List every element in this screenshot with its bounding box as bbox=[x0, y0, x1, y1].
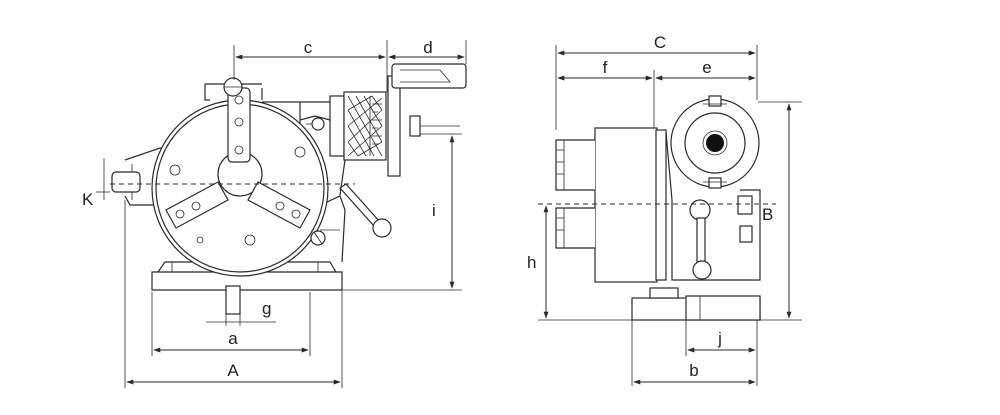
locking-lever bbox=[310, 183, 392, 246]
label-e: e bbox=[702, 58, 711, 77]
dimension-k: K bbox=[82, 190, 110, 209]
dimension-f: f bbox=[557, 58, 653, 81]
chuck-jaw-left bbox=[165, 181, 229, 229]
label-A: A bbox=[227, 361, 239, 380]
label-g: g bbox=[262, 299, 271, 318]
dimension-i: i bbox=[432, 135, 455, 289]
dimension-c: c bbox=[235, 38, 386, 60]
chuck bbox=[151, 87, 329, 277]
dimension-d: d bbox=[388, 38, 465, 60]
label-B: B bbox=[762, 205, 773, 224]
right-view: C f e B h j b bbox=[527, 33, 802, 386]
label-c: c bbox=[304, 38, 313, 57]
side-housing bbox=[665, 95, 761, 281]
dimension-g: g bbox=[206, 299, 276, 323]
chuck-jaw-right bbox=[247, 181, 311, 229]
label-a: a bbox=[228, 329, 238, 348]
label-k: K bbox=[82, 190, 94, 209]
label-h: h bbox=[527, 253, 536, 272]
side-chuck bbox=[555, 127, 667, 283]
dimension-b: b bbox=[633, 361, 756, 385]
dimension-e: e bbox=[655, 58, 756, 81]
label-b: b bbox=[689, 361, 698, 380]
label-i: i bbox=[432, 201, 436, 220]
side-lever bbox=[689, 195, 753, 280]
top-knob bbox=[223, 77, 243, 97]
dimension-A: A bbox=[126, 361, 341, 385]
left-key bbox=[103, 158, 141, 200]
index-crank-assembly bbox=[329, 63, 467, 177]
label-C: C bbox=[654, 33, 666, 52]
label-f: f bbox=[603, 58, 608, 77]
dimension-j: j bbox=[687, 329, 756, 353]
side-knob bbox=[299, 115, 331, 131]
left-view: c d K i g a A bbox=[82, 38, 467, 388]
chuck-jaw-top bbox=[227, 87, 251, 163]
dimension-a: a bbox=[153, 329, 309, 353]
dimension-C: C bbox=[557, 33, 756, 56]
side-base bbox=[631, 287, 761, 321]
label-j: j bbox=[717, 329, 722, 348]
dimension-h: h bbox=[527, 205, 549, 319]
label-d: d bbox=[423, 38, 432, 57]
dimension-B: B bbox=[762, 103, 792, 319]
base-slot bbox=[225, 285, 241, 315]
